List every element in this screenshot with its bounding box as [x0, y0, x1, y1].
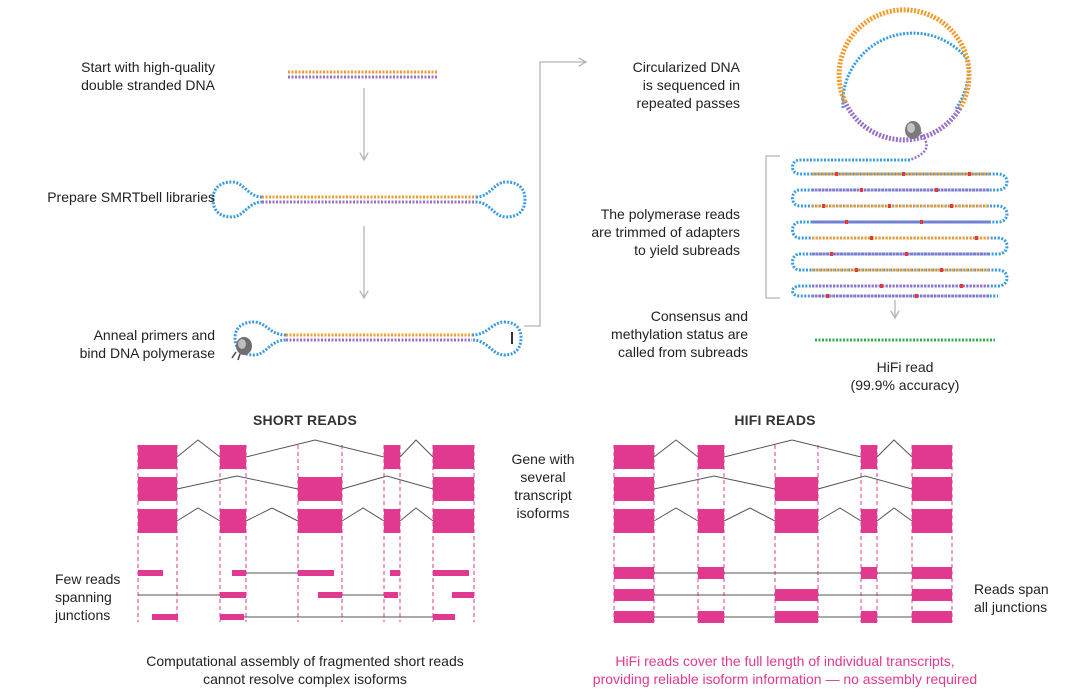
polymerase-circle-icon: [905, 121, 921, 139]
polymerase-icon: [231, 337, 252, 361]
hifi-reads-gene-model: [613, 439, 953, 622]
short-reads-side-note: Few reads spanning junctions: [55, 571, 121, 623]
hifi-reads-title: HIFI READS: [734, 412, 816, 428]
gene-isoforms-note: Gene with several transcript isoforms: [511, 451, 575, 521]
hifi-reads-full-length: [614, 567, 952, 623]
step3-label: Anneal primers and bind DNA polymerase: [79, 327, 215, 361]
subreads-bracket: [765, 155, 780, 299]
circular-dna: [836, 7, 972, 162]
step6-label: Consensus and methylation status are cal…: [611, 308, 748, 360]
step1-label: Start with high-quality double stranded …: [81, 59, 215, 93]
short-reads-caption: Computational assembly of fragmented sho…: [146, 653, 464, 687]
dsdna-strand: [288, 70, 438, 79]
short-reads-gene-model: [137, 439, 475, 622]
hifi-read-label: HiFi read (99.9% accuracy): [850, 359, 960, 393]
short-reads-fragments: [138, 570, 474, 620]
arrow-step3-step4: [524, 57, 588, 327]
subreads-serpentine: [791, 158, 1009, 298]
short-reads-title: SHORT READS: [252, 412, 358, 428]
smrtbell-library: [211, 180, 527, 219]
primed-smrtbell: [233, 320, 523, 357]
step4-label: Circularized DNA is sequenced in repeate…: [632, 59, 740, 111]
hifi-reads-caption: HiFi reads cover the full length of indi…: [592, 653, 978, 687]
hifi-reads-side-note: Reads span all junctions: [974, 581, 1049, 615]
step2-label: Prepare SMRTbell libraries: [47, 189, 215, 205]
step5-label: The polymerase reads are trimmed of adap…: [591, 206, 740, 258]
